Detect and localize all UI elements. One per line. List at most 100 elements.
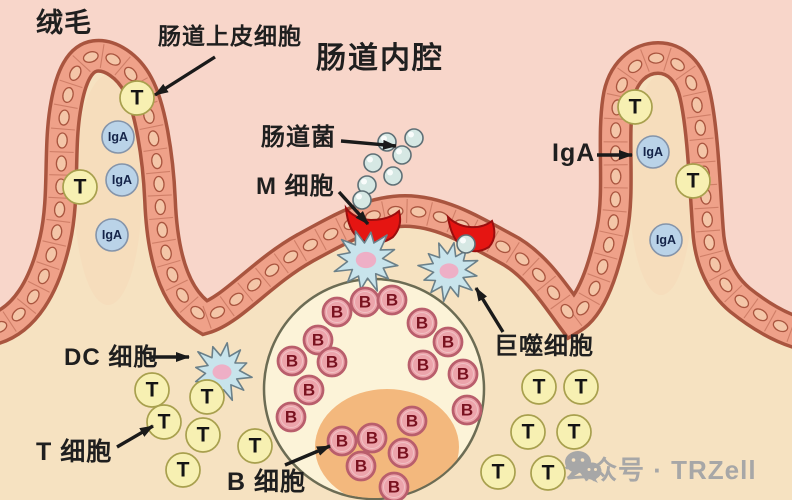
- t-cell-glyph: T: [197, 424, 210, 447]
- t-cell-glyph: T: [522, 421, 535, 444]
- b-cell: B: [293, 374, 325, 406]
- epithelial-cell-nucleus: [602, 236, 615, 253]
- bacterium: [352, 190, 372, 210]
- epithelial-cell-border: [147, 194, 172, 197]
- epithelial-cell-border: [27, 280, 50, 293]
- b-cell-glyph: B: [442, 333, 454, 352]
- epithelial-cell-nucleus: [55, 155, 68, 172]
- epithelial-cell-nucleus: [670, 57, 685, 72]
- t-cell: T: [530, 455, 566, 491]
- epithelial-cell-border: [617, 67, 638, 83]
- epithelial-cell-nucleus: [53, 201, 66, 218]
- epithelial-cell-nucleus: [58, 109, 70, 126]
- t-cell-glyph: T: [687, 170, 700, 193]
- t-cell: T: [185, 417, 221, 453]
- t-cell: T: [165, 452, 201, 488]
- b-cell-glyph: B: [417, 356, 429, 375]
- epithelial-cell-border: [594, 252, 618, 260]
- t-cell: T: [134, 372, 170, 408]
- epithelial-cell-nucleus: [283, 250, 299, 264]
- epithelial-cell-border: [686, 114, 711, 119]
- epithelial-cell-border: [743, 298, 759, 319]
- epithelial-cell-border: [219, 296, 235, 317]
- epithelial-cell-nucleus: [696, 142, 709, 159]
- epithelial-cell-nucleus: [302, 238, 319, 252]
- epithelial-cell-border: [696, 229, 721, 233]
- epithelial-cell-nucleus: [514, 252, 530, 266]
- b-cell-glyph: B: [331, 303, 343, 322]
- b-cell: B: [378, 471, 410, 500]
- b-cell-glyph: B: [312, 331, 324, 350]
- b-cell: B: [349, 286, 381, 318]
- epithelial-cell-nucleus: [62, 86, 74, 104]
- epithelial-cell-border: [724, 285, 743, 303]
- epithelial-cell-nucleus: [11, 307, 26, 322]
- epithelial-cell-nucleus: [609, 191, 622, 208]
- epithelial-cell-nucleus: [647, 52, 665, 64]
- annotation-arrows: [116, 55, 633, 467]
- bacterium: [404, 128, 424, 148]
- villus-label: 绒毛: [36, 8, 92, 38]
- epithelial-cell-border: [640, 49, 650, 72]
- epithelial-cell-nucleus: [190, 305, 205, 320]
- epithelial-cell-nucleus: [560, 303, 574, 319]
- iga-glyph: IgA: [112, 173, 132, 187]
- b-cell-glyph: B: [285, 408, 297, 427]
- dc-cell-label: DC 细胞: [64, 344, 159, 371]
- t-cell: T: [146, 404, 182, 440]
- dendritic-cell: [417, 241, 479, 303]
- epithelial-cell-nucleus: [596, 258, 609, 275]
- epithelial-cell-nucleus: [69, 65, 82, 81]
- b-cell-glyph: B: [359, 293, 371, 312]
- epithelial-cell-border: [42, 240, 67, 247]
- epithelial-cell-border: [578, 292, 600, 306]
- epithelial-cell-nucleus: [156, 221, 168, 239]
- epithelial-cell-border: [689, 137, 714, 141]
- epithelial-cell-nucleus: [410, 206, 427, 218]
- epithelium-label: 肠道上皮细胞: [158, 23, 302, 49]
- epithelial-cell-border: [16, 298, 37, 315]
- epithelial-cell-nucleus: [26, 289, 40, 305]
- b-cell: B: [447, 358, 479, 390]
- epithelial-cell-nucleus: [703, 234, 716, 251]
- epithelial-cell-nucleus: [37, 268, 50, 285]
- epithelial-cell-nucleus: [50, 224, 63, 241]
- b-cell: B: [321, 296, 353, 328]
- epithelial-cell-border: [152, 238, 176, 244]
- epithelial-cell-border: [179, 296, 199, 313]
- iga-antibody: IgA: [105, 163, 139, 197]
- epithelial-cell-border: [694, 206, 719, 210]
- t-cell: T: [510, 414, 546, 450]
- epithelial-cell-nucleus: [151, 152, 163, 170]
- t-cell: T: [119, 80, 155, 116]
- epithelial-cell-border: [709, 268, 731, 282]
- b-cell-glyph: B: [326, 353, 338, 372]
- epithelial-cell-border: [682, 90, 707, 97]
- b-cell-glyph: B: [303, 381, 315, 400]
- epithelial-cell-nucleus: [709, 256, 722, 273]
- epithelial-cell-border: [764, 310, 777, 332]
- epithelial-cell-nucleus: [166, 266, 179, 283]
- epithelial-cell-border: [157, 259, 181, 268]
- epithelial-cell-nucleus: [719, 277, 733, 293]
- epithelial-cell-nucleus: [615, 77, 628, 93]
- epithelium-arrow: [154, 55, 216, 97]
- t-cell-glyph: T: [74, 176, 87, 199]
- bacterium: [392, 145, 412, 165]
- epithelial-cell-nucleus: [685, 74, 698, 91]
- epithelial-cell-border: [505, 242, 520, 263]
- t-cell-glyph: T: [575, 376, 588, 399]
- b-cell-glyph: B: [406, 412, 418, 431]
- epithelial-cell-nucleus: [607, 214, 620, 231]
- b-cell: B: [326, 425, 358, 457]
- t-cell-glyph: T: [177, 459, 190, 482]
- epithelial-cell-border: [36, 261, 60, 271]
- t-cell: T: [62, 169, 98, 205]
- epithelial-cell-nucleus: [45, 246, 58, 263]
- epithelial-cell-border: [237, 282, 254, 302]
- epithelial-cell-nucleus: [0, 320, 8, 334]
- t-cell: T: [189, 379, 225, 415]
- epithelial-cell-border: [536, 275, 557, 292]
- epithelial-cell-nucleus: [701, 211, 713, 228]
